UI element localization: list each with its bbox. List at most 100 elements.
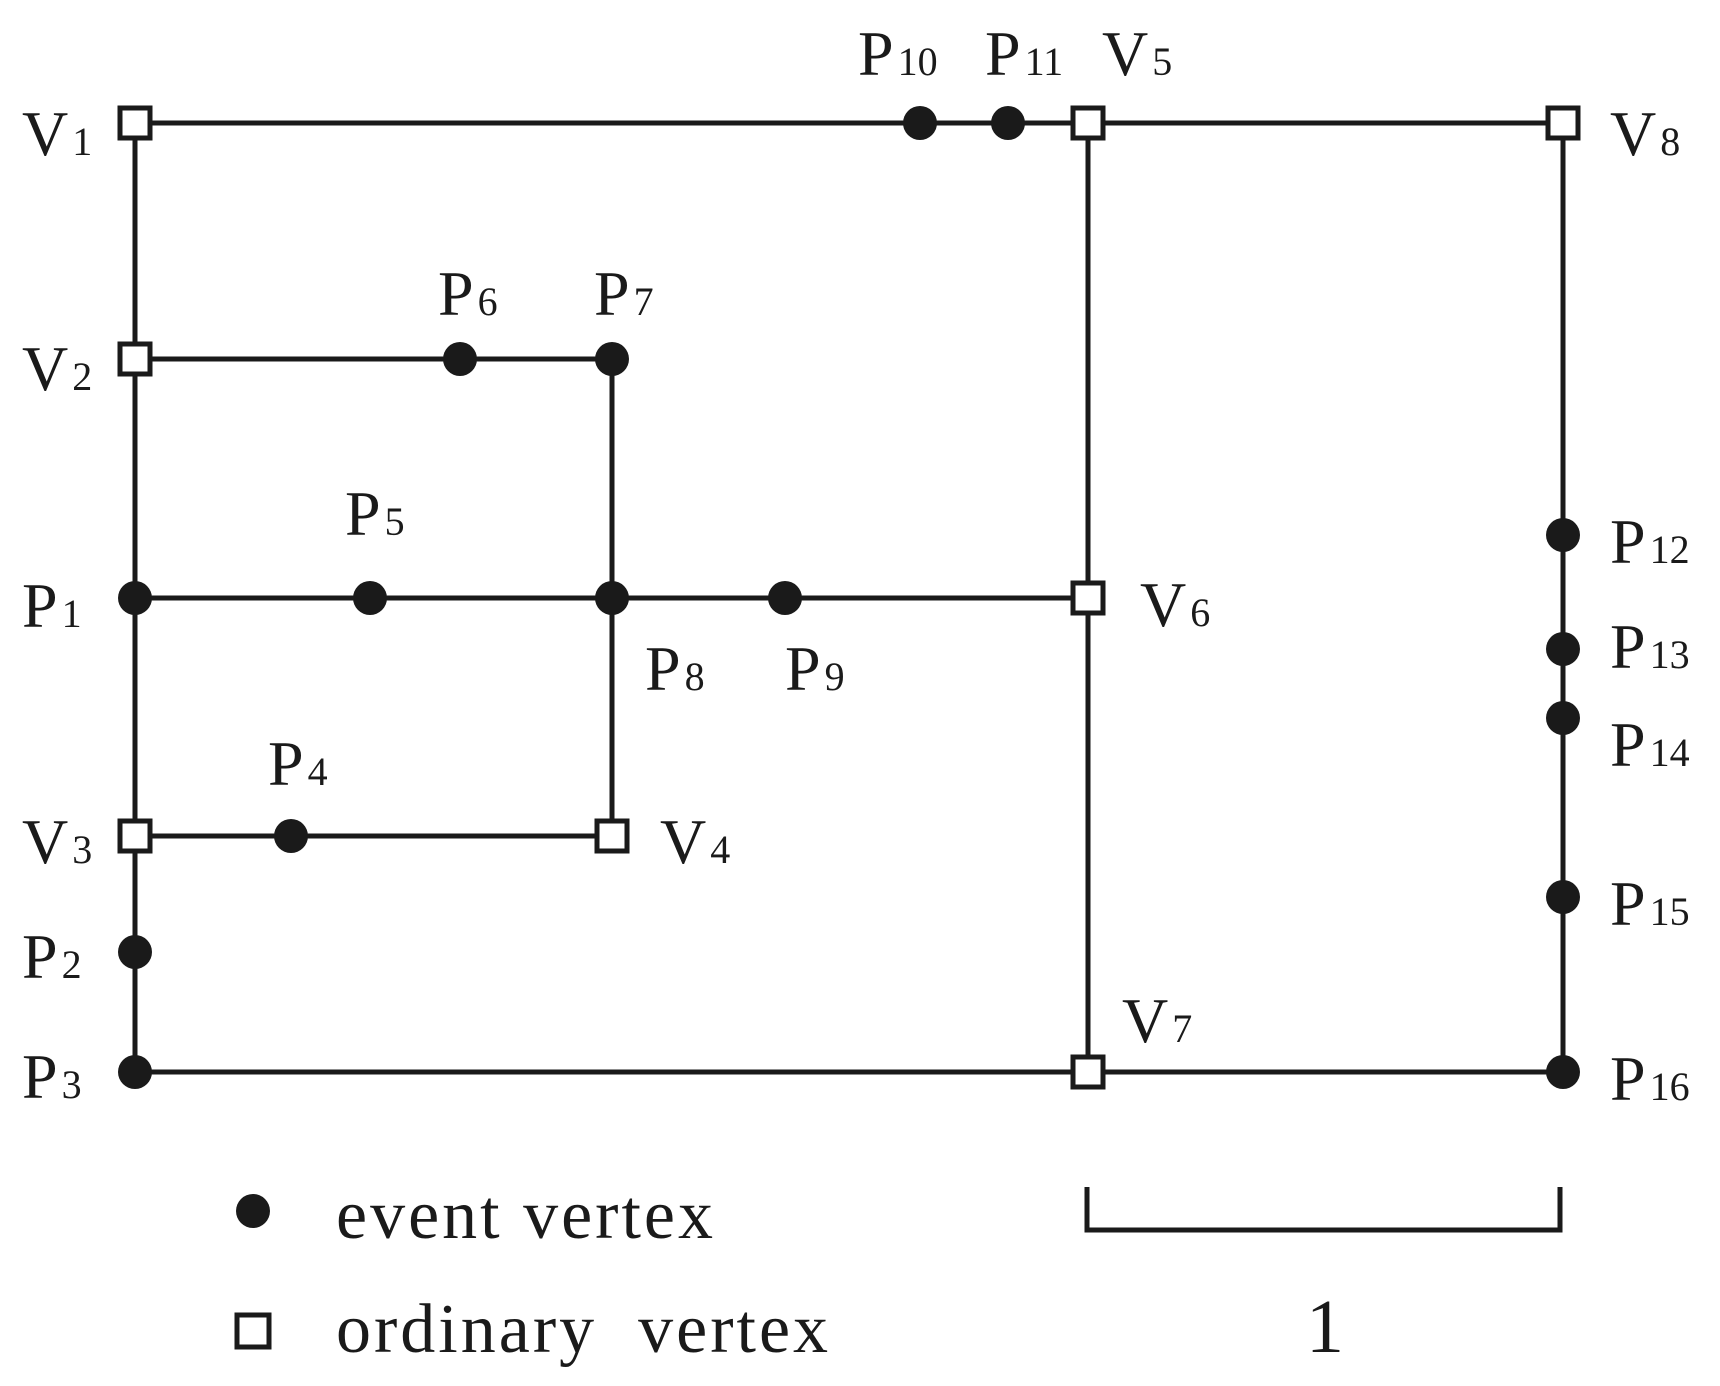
label-p14-base: P bbox=[1610, 709, 1646, 780]
scale-bar-line bbox=[1084, 1187, 1563, 1233]
label-v5-base: V bbox=[1102, 18, 1148, 89]
label-p13-base: P bbox=[1610, 611, 1646, 682]
vertex-p12-dot bbox=[1546, 518, 1580, 552]
label-p1-base: P bbox=[22, 570, 58, 641]
label-p16-subscript: 16 bbox=[1650, 1064, 1690, 1109]
label-v2-subscript: 2 bbox=[72, 354, 92, 399]
label-p5-base: P bbox=[345, 478, 381, 549]
label-v8-subscript: 8 bbox=[1660, 119, 1680, 164]
vertex-v4-square bbox=[594, 818, 630, 854]
label-p6-subscript: 6 bbox=[478, 279, 498, 324]
label-p7-subscript: 7 bbox=[634, 279, 654, 324]
vertex-p10-dot bbox=[903, 106, 937, 140]
label-p3-base: P bbox=[22, 1041, 58, 1112]
label-p14-subscript: 14 bbox=[1650, 730, 1690, 775]
label-p12-subscript: 12 bbox=[1650, 527, 1690, 572]
label-p7-base: P bbox=[594, 258, 630, 329]
vertex-v1-square bbox=[117, 105, 153, 141]
label-p2-subscript: 2 bbox=[62, 942, 82, 987]
label-p9-base: P bbox=[785, 633, 821, 704]
label-p8-base: P bbox=[645, 633, 681, 704]
legend-ordinary-label: ordinary vertex bbox=[336, 1291, 831, 1368]
vertex-v7-square bbox=[1070, 1054, 1106, 1090]
label-v2-base: V bbox=[22, 333, 68, 404]
label-v1-base: V bbox=[22, 98, 68, 169]
vertex-v6-square bbox=[1070, 580, 1106, 616]
scale-bar: 1 bbox=[1084, 1187, 1563, 1369]
vertex-p2-dot bbox=[118, 935, 152, 969]
label-p5-subscript: 5 bbox=[385, 499, 405, 544]
vertex-p7-dot bbox=[595, 342, 629, 376]
vertex-p5-dot bbox=[353, 581, 387, 615]
label-p11-base: P bbox=[985, 18, 1021, 89]
vertex-p8-dot bbox=[595, 581, 629, 615]
label-p9-subscript: 9 bbox=[825, 654, 845, 699]
label-p11-subscript: 11 bbox=[1025, 39, 1064, 84]
vertex-p3-dot bbox=[118, 1055, 152, 1089]
label-v4-base: V bbox=[660, 806, 706, 877]
label-p2-base: P bbox=[22, 921, 58, 992]
label-p15-base: P bbox=[1610, 868, 1646, 939]
vertex-v3-square bbox=[117, 818, 153, 854]
edges bbox=[132, 120, 1566, 1075]
label-p6-base: P bbox=[438, 258, 474, 329]
vertex-p11-dot bbox=[991, 106, 1025, 140]
vertex-v8-square bbox=[1545, 105, 1581, 141]
label-v3-base: V bbox=[22, 806, 68, 877]
label-p10-subscript: 10 bbox=[898, 39, 938, 84]
label-v7-base: V bbox=[1122, 985, 1168, 1056]
vertex-p16-dot bbox=[1546, 1055, 1580, 1089]
label-p10-base: P bbox=[858, 18, 894, 89]
label-p4-subscript: 4 bbox=[308, 749, 328, 794]
vertex-p14-dot bbox=[1546, 701, 1580, 735]
legend-ordinary-marker bbox=[234, 1312, 272, 1350]
vertex-p6-dot bbox=[443, 342, 477, 376]
vertex-v2-square bbox=[117, 341, 153, 377]
label-v1-subscript: 1 bbox=[72, 119, 92, 164]
label-v5-subscript: 5 bbox=[1152, 39, 1172, 84]
label-p3-subscript: 3 bbox=[62, 1062, 82, 1107]
label-p4-base: P bbox=[268, 728, 304, 799]
vertex-v5-square bbox=[1070, 105, 1106, 141]
label-p12-base: P bbox=[1610, 506, 1646, 577]
label-v4-subscript: 4 bbox=[710, 827, 730, 872]
vertex-p1-dot bbox=[118, 581, 152, 615]
label-v7-subscript: 7 bbox=[1172, 1006, 1192, 1051]
label-p1-subscript: 1 bbox=[62, 591, 82, 636]
vertex-p9-dot bbox=[768, 581, 802, 615]
label-v8-base: V bbox=[1610, 98, 1656, 169]
legend-event-marker bbox=[236, 1194, 270, 1228]
vertices bbox=[117, 105, 1581, 1090]
label-p8-subscript: 8 bbox=[685, 654, 705, 699]
label-p13-subscript: 13 bbox=[1650, 632, 1690, 677]
label-v3-subscript: 3 bbox=[72, 827, 92, 872]
label-v6-base: V bbox=[1140, 569, 1186, 640]
vertex-p15-dot bbox=[1546, 880, 1580, 914]
legend: event vertex ordinary vertex bbox=[234, 1177, 831, 1368]
vertex-p13-dot bbox=[1546, 632, 1580, 666]
legend-event-label: event vertex bbox=[336, 1177, 716, 1254]
